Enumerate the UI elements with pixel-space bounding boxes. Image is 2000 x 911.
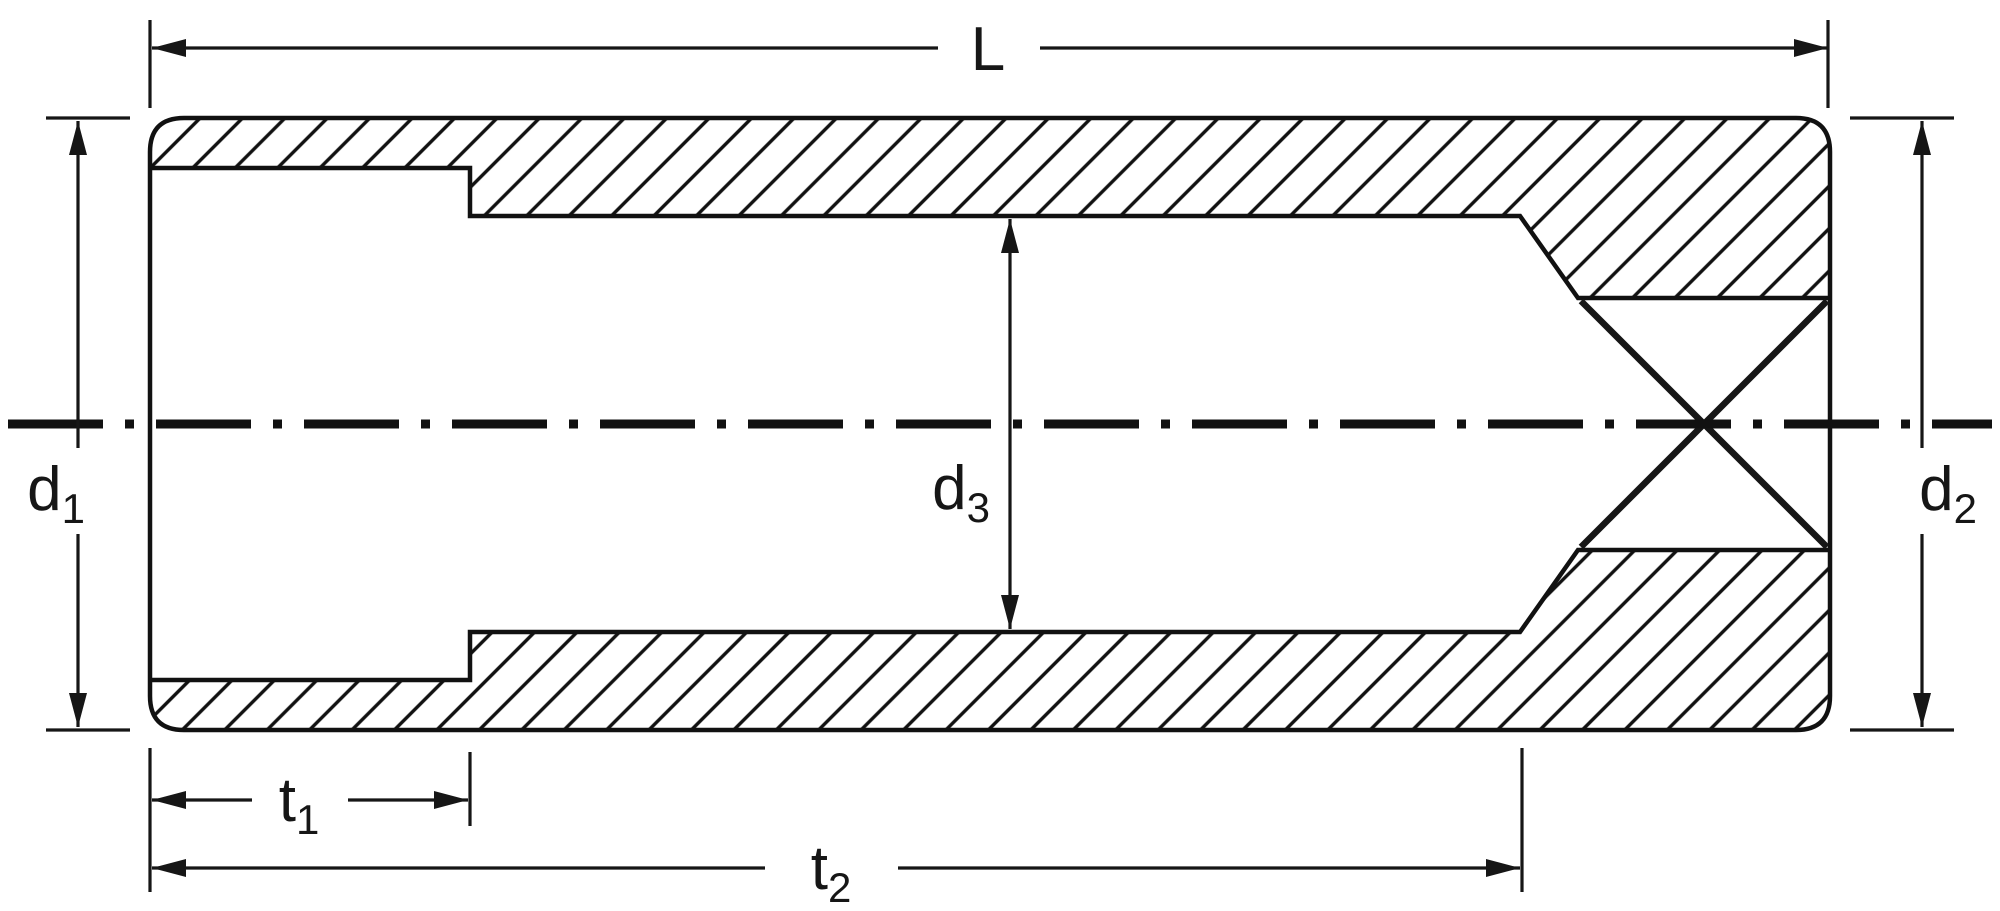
arrowhead-bottom (1913, 693, 1931, 727)
dimension-label-L: L (971, 15, 1005, 84)
label-base: d (27, 455, 61, 524)
arrowhead-top (1913, 121, 1931, 155)
arrowhead-left (152, 39, 186, 57)
socket-section-hatched (147, 115, 1833, 733)
arrowhead-bottom (1001, 595, 1019, 629)
label-base: t (811, 834, 828, 903)
dimension-label-t2: t2 (811, 834, 852, 911)
label-base: t (279, 766, 296, 835)
label-subscript: 2 (1954, 485, 1977, 532)
arrowhead-left (152, 859, 186, 877)
arrowhead-left (152, 791, 186, 809)
arrowhead-bottom (69, 693, 87, 727)
dimension-d3: d3 (932, 219, 1019, 629)
arrowhead-right (1486, 859, 1520, 877)
label-subscript: 2 (828, 864, 851, 911)
label-base: L (971, 15, 1005, 84)
dimension-t1: t1 (148, 748, 472, 892)
label-base: d (932, 454, 966, 523)
dimension-label-d3: d3 (932, 454, 990, 531)
arrowhead-top (69, 121, 87, 155)
dimension-t2: t2 (152, 748, 1524, 911)
label-subscript: 1 (296, 796, 319, 843)
dimension-label-t1: t1 (279, 766, 320, 843)
label-subscript: 1 (62, 485, 85, 532)
dimension-label-d2: d2 (1919, 455, 1977, 532)
label-subscript: 3 (967, 484, 990, 531)
dimension-d2: d2 (1850, 116, 1977, 732)
dimension-L: L (148, 15, 1830, 108)
dimension-d1: d1 (27, 116, 130, 732)
dimension-label-d1: d1 (27, 455, 85, 532)
label-base: d (1919, 455, 1953, 524)
arrowhead-top (1001, 219, 1019, 253)
arrowhead-right (434, 791, 468, 809)
arrowhead-right (1794, 39, 1828, 57)
